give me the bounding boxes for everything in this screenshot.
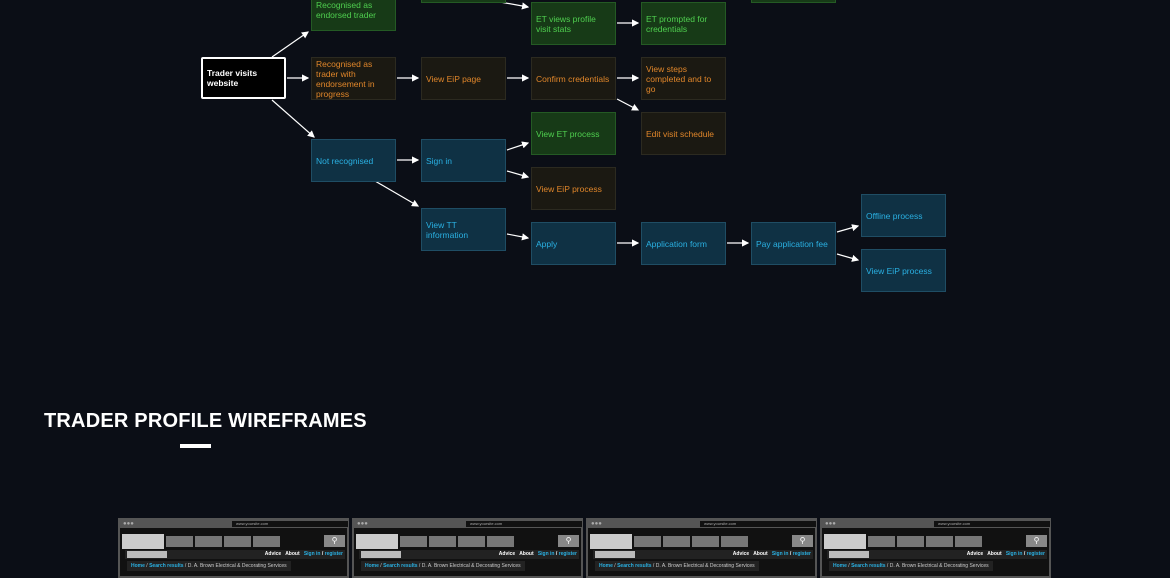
window-dots-icon: ●●● — [591, 521, 602, 527]
nav-placeholder — [897, 536, 924, 547]
nav-placeholder — [253, 536, 280, 547]
breadcrumb: Home / Search results / D. A. Brown Elec… — [595, 561, 759, 571]
section-title: TRADER PROFILE WIREFRAMES — [44, 410, 367, 432]
advice-link: Advice — [966, 551, 984, 557]
search-icon: ⚲ — [1026, 535, 1047, 547]
advice-link: Advice — [498, 551, 516, 557]
flow-node-view-eip-page: View EiP page — [421, 57, 506, 100]
dropdown-placeholder — [361, 551, 401, 558]
window-dots-icon: ●●● — [357, 521, 368, 527]
nav-placeholder — [926, 536, 953, 547]
flow-node-start: Trader visits website — [201, 57, 286, 99]
url-bar: www.yoursite.com — [466, 521, 582, 527]
url-bar: www.yoursite.com — [934, 521, 1050, 527]
search-icon: ⚲ — [558, 535, 579, 547]
about-link: About — [519, 551, 534, 557]
nav-placeholder — [224, 536, 251, 547]
flow-node-view-steps: View steps completed and to go — [641, 57, 726, 100]
flow-node-in-progress: Recognised as trader with endorsement in… — [311, 57, 396, 100]
register-link: register — [792, 551, 811, 557]
flow-node-sign-in: Sign in — [421, 139, 506, 182]
nav-placeholder — [429, 536, 456, 547]
logo-placeholder — [356, 534, 398, 549]
advice-link: Advice — [732, 551, 750, 557]
flow-node-confirm: Confirm credentials — [531, 57, 616, 100]
flow-node-hidden-1 — [421, 0, 506, 3]
wireframe-thumbnail[interactable]: ●●● www.yoursite.com ⚲ Advice About Sign … — [352, 518, 583, 578]
flow-node-offline: Offline process — [861, 194, 946, 237]
register-link: register — [324, 551, 343, 557]
search-icon: ⚲ — [324, 535, 345, 547]
register-link: register — [1026, 551, 1045, 557]
flow-node-app-form: Application form — [641, 222, 726, 265]
flow-node-et-views: ET views profile visit stats — [531, 2, 616, 45]
wireframe-thumbnail[interactable]: ●●● www.yoursite.com ⚲ Advice About Sign … — [586, 518, 817, 578]
about-link: About — [987, 551, 1002, 557]
flow-node-view-eip-process: View EiP process — [531, 167, 616, 210]
about-link: About — [285, 551, 300, 557]
nav-placeholder — [400, 536, 427, 547]
search-icon: ⚲ — [792, 535, 813, 547]
nav-placeholder — [955, 536, 982, 547]
register-link: register — [558, 551, 577, 557]
flow-node-endorsed: Recognised as endorsed trader — [311, 0, 396, 31]
nav-placeholder — [195, 536, 222, 547]
logo-placeholder — [824, 534, 866, 549]
flow-node-view-tt: View TT information — [421, 208, 506, 251]
sign-in-link: Sign in — [537, 551, 555, 557]
sign-in-link: Sign in — [1005, 551, 1023, 557]
flow-arrows — [271, 0, 860, 262]
about-link: About — [753, 551, 768, 557]
flow-node-hidden-2 — [751, 0, 836, 3]
url-bar: www.yoursite.com — [232, 521, 348, 527]
flow-node-et-prompted: ET prompted for credentials — [641, 2, 726, 45]
nav-placeholder — [166, 536, 193, 547]
window-dots-icon: ●●● — [123, 521, 134, 527]
nav-placeholder — [487, 536, 514, 547]
nav-placeholder — [868, 536, 895, 547]
dropdown-placeholder — [595, 551, 635, 558]
flow-node-not-recognised: Not recognised — [311, 139, 396, 182]
nav-placeholder — [692, 536, 719, 547]
wireframe-thumbnail[interactable]: ●●● www.yoursite.com ⚲ Advice About Sign … — [118, 518, 349, 578]
breadcrumb: Home / Search results / D. A. Brown Elec… — [829, 561, 993, 571]
nav-placeholder — [663, 536, 690, 547]
wireframe-thumbnail[interactable]: ●●● www.yoursite.com ⚲ Advice About Sign … — [820, 518, 1051, 578]
nav-placeholder — [634, 536, 661, 547]
nav-placeholder — [458, 536, 485, 547]
logo-placeholder — [122, 534, 164, 549]
dropdown-placeholder — [829, 551, 869, 558]
url-bar: www.yoursite.com — [700, 521, 816, 527]
nav-placeholder — [721, 536, 748, 547]
flow-node-edit-visit: Edit visit schedule — [641, 112, 726, 155]
window-dots-icon: ●●● — [825, 521, 836, 527]
sign-in-link: Sign in — [303, 551, 321, 557]
breadcrumb: Home / Search results / D. A. Brown Elec… — [361, 561, 525, 571]
dropdown-placeholder — [127, 551, 167, 558]
title-underline — [180, 444, 211, 448]
flow-node-view-eip-process-2: View EiP process — [861, 249, 946, 292]
flow-node-pay-fee: Pay application fee — [751, 222, 836, 265]
logo-placeholder — [590, 534, 632, 549]
advice-link: Advice — [264, 551, 282, 557]
flow-node-view-et-process: View ET process — [531, 112, 616, 155]
sign-in-link: Sign in — [771, 551, 789, 557]
flow-node-apply: Apply — [531, 222, 616, 265]
breadcrumb: Home / Search results / D. A. Brown Elec… — [127, 561, 291, 571]
